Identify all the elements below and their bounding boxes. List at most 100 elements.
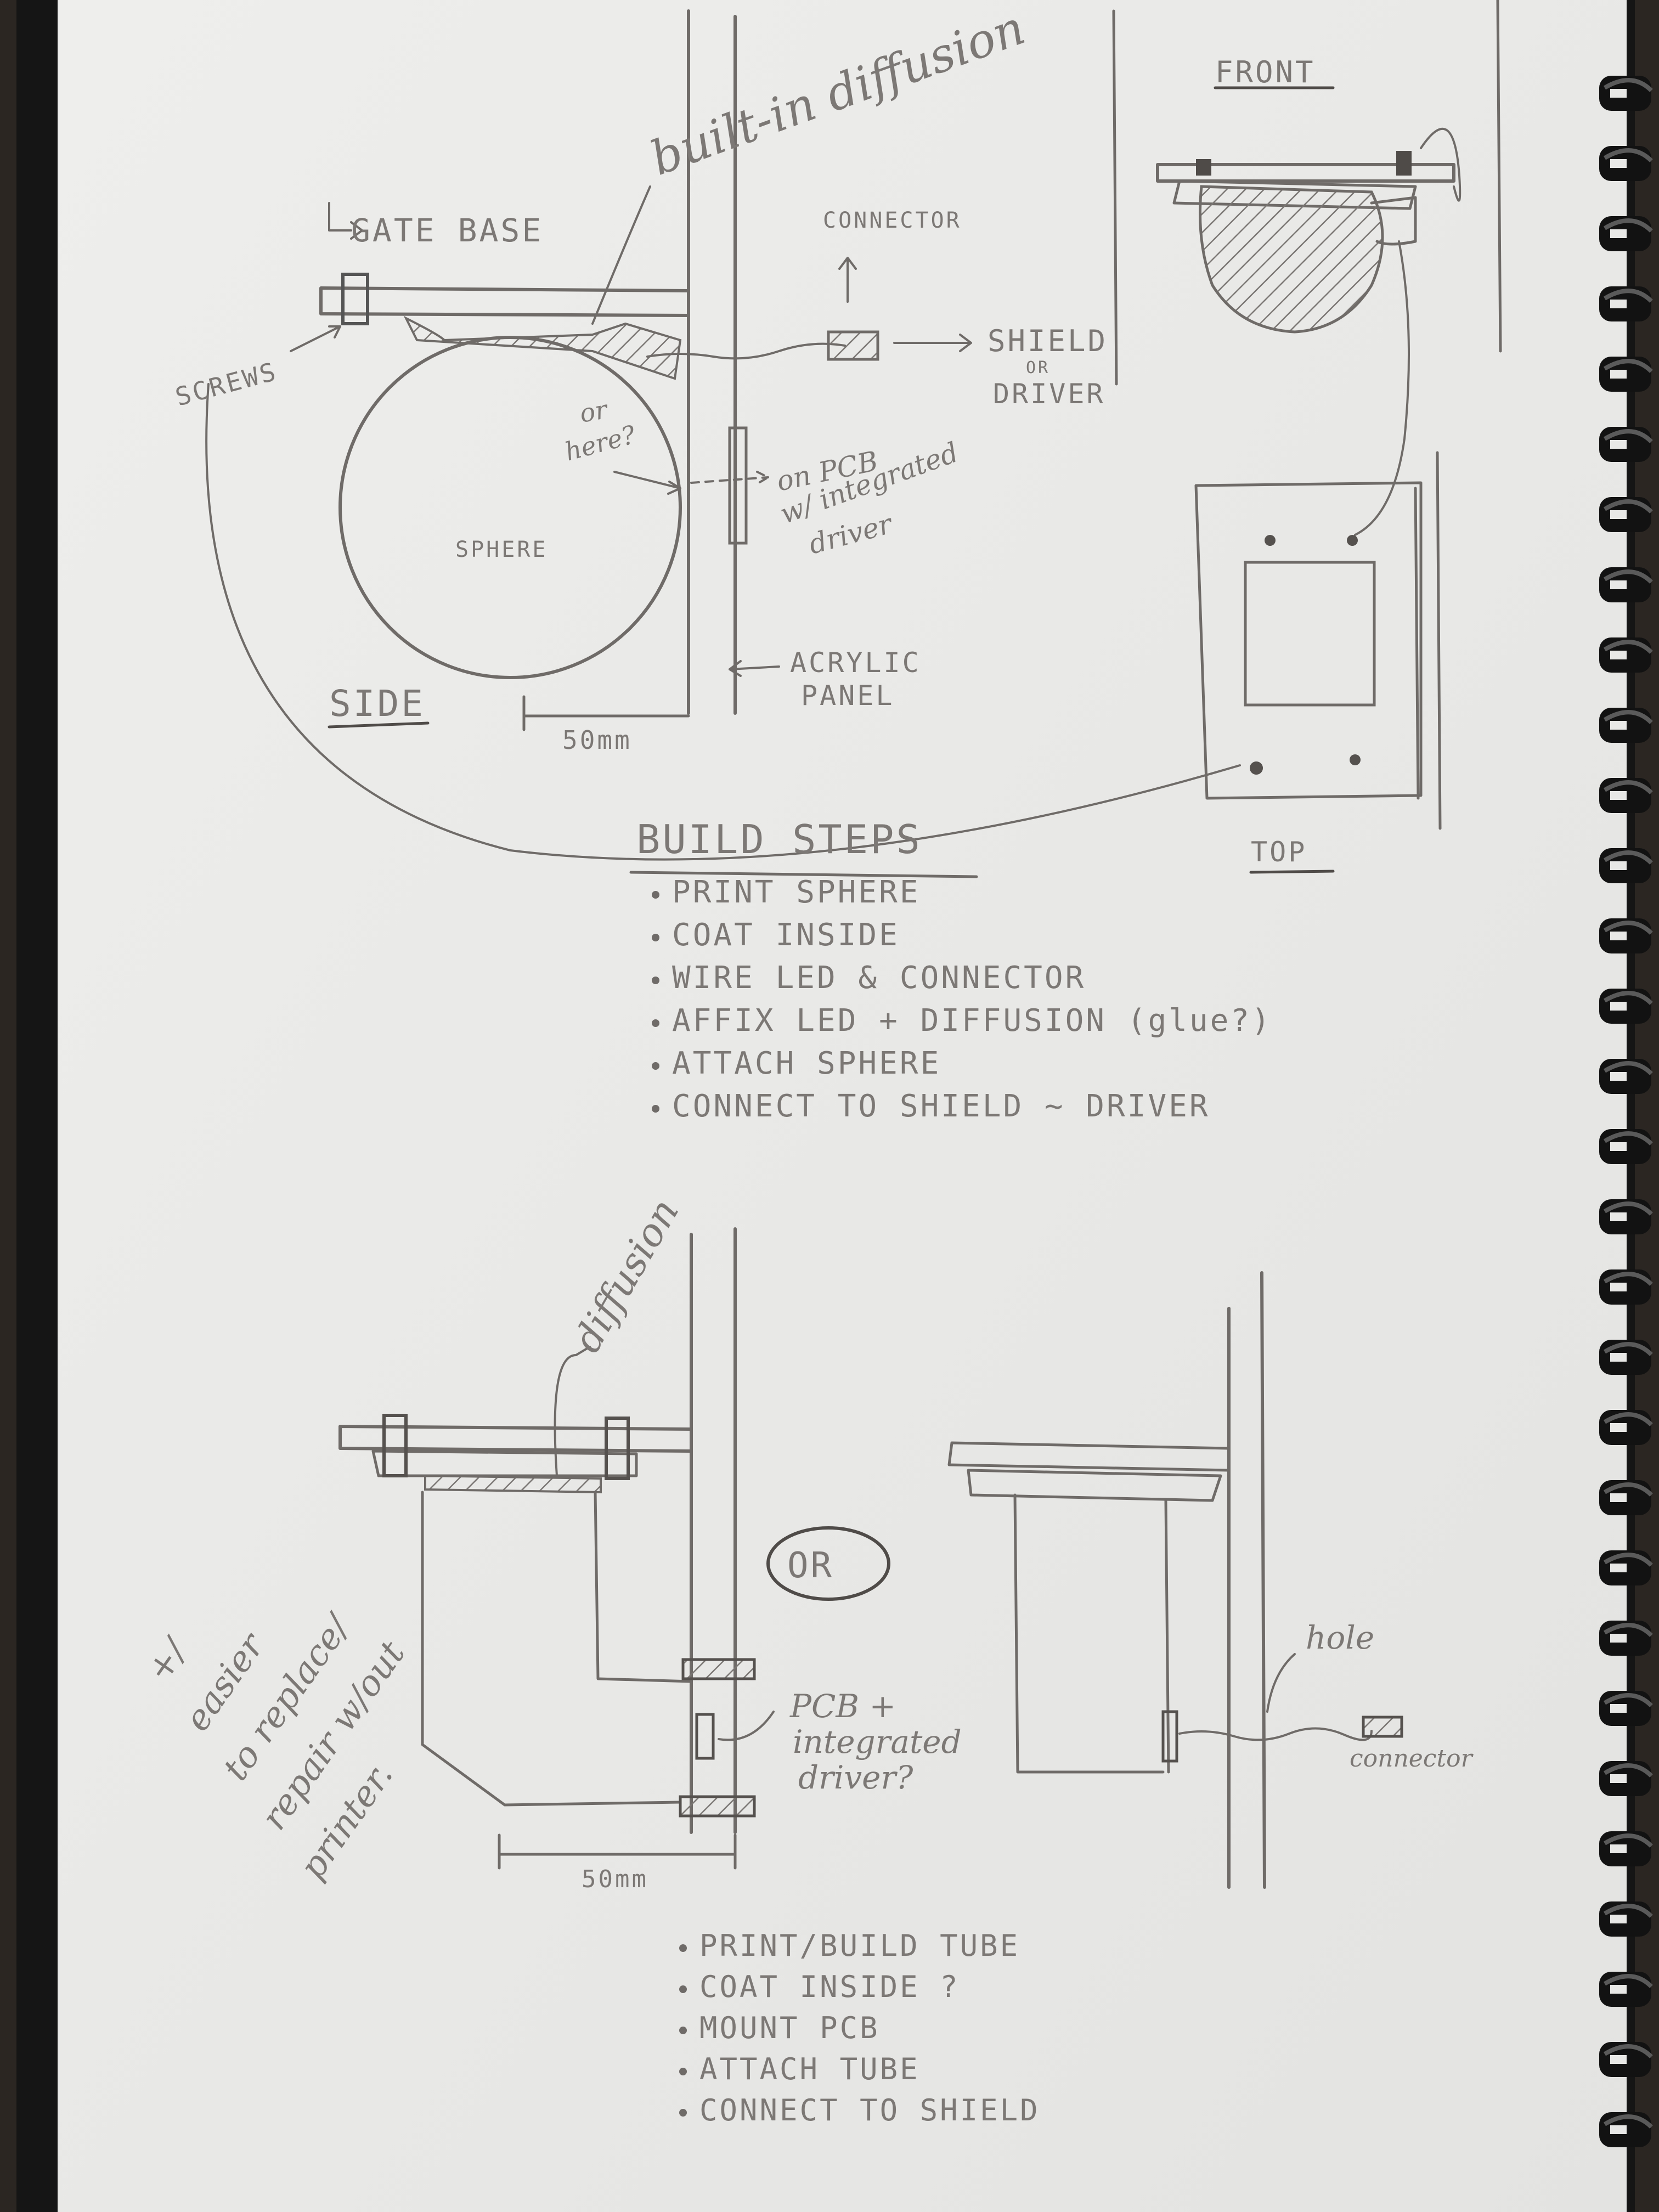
build-step-item: AFFIX LED + DIFFUSION (glue?) xyxy=(672,1003,1272,1039)
spiral-coil xyxy=(1599,918,1653,953)
label-panel: PANEL xyxy=(801,680,895,712)
top-view-panel-b xyxy=(1414,487,1420,800)
bl-pcb-screw-bottom xyxy=(679,1795,756,1818)
bl-lower-plate xyxy=(371,1449,638,1477)
build-step-item: COAT INSIDE xyxy=(672,917,900,953)
label-shield: SHIELD xyxy=(988,324,1108,358)
spiral-coil xyxy=(1599,848,1653,883)
bl-arrow-diffusion xyxy=(554,1346,591,1477)
bl-dimension xyxy=(498,1833,737,1870)
bottom-step-item: COAT INSIDE ? xyxy=(699,1970,960,2004)
br-panel-b xyxy=(1260,1271,1266,1889)
spiral-coil xyxy=(1599,567,1653,602)
top-view-inner-rect xyxy=(1244,561,1376,707)
label-pcb-3: driver? xyxy=(798,1759,913,1796)
front-half-sphere xyxy=(1199,185,1384,334)
br-led xyxy=(1161,1710,1178,1763)
dimension-50mm xyxy=(522,695,690,731)
top-view-outline xyxy=(1194,481,1423,800)
build-step-item: PRINT SPHERE xyxy=(672,874,921,910)
label-acrylic: ACRYLIC xyxy=(790,647,921,679)
br-tube-left xyxy=(1013,1493,1165,1774)
top-hole-3 xyxy=(1250,761,1263,775)
or-ellipse xyxy=(766,1526,890,1601)
spiral-coil xyxy=(1599,708,1653,743)
spiral-coil xyxy=(1599,778,1653,813)
spiral-coil xyxy=(1599,1480,1653,1515)
bottom-step-bullet xyxy=(679,2068,687,2075)
bl-diffusion xyxy=(424,1474,602,1494)
label-or-word: OR xyxy=(1026,358,1050,377)
spiral-coil xyxy=(1599,1691,1653,1726)
spiral-coil xyxy=(1599,1831,1653,1866)
build-step-bullet xyxy=(652,1019,659,1027)
spiral-coil xyxy=(1599,1199,1653,1234)
arrow-acrylic xyxy=(729,660,780,677)
label-pcb-1: PCB + xyxy=(789,1688,896,1725)
label-hole: hole xyxy=(1306,1619,1374,1656)
br-wire xyxy=(1178,1727,1373,1741)
bottom-step-bullet xyxy=(679,2109,687,2117)
label-top: TOP xyxy=(1251,836,1307,868)
arrow-or-here xyxy=(613,471,681,495)
spiral-coil xyxy=(1599,637,1653,673)
build-step-bullet xyxy=(652,1105,659,1113)
spiral-coil xyxy=(1599,1059,1653,1094)
spiral-coil xyxy=(1599,2042,1653,2077)
connector-block xyxy=(827,330,879,361)
label-pcb-2: integrated xyxy=(793,1723,962,1760)
top-hole-1 xyxy=(1265,535,1276,546)
br-base-plate xyxy=(947,1441,1231,1472)
build-step-item: ATTACH SPHERE xyxy=(672,1046,941,1081)
bottom-step-item: MOUNT PCB xyxy=(699,2011,880,2045)
label-front: FRONT xyxy=(1215,55,1316,89)
build-step-bullet xyxy=(652,1062,659,1070)
screws-to-top-curve xyxy=(205,383,1241,861)
separator-line-1 xyxy=(1112,9,1118,386)
spiral-coil xyxy=(1599,427,1653,462)
build-step-bullet xyxy=(652,934,659,941)
bl-pcb-screw-top xyxy=(681,1658,756,1680)
diffusion-hatch xyxy=(403,315,682,380)
spiral-coil xyxy=(1599,146,1653,181)
front-and-top-views: FRONT TOP xyxy=(1112,0,1502,874)
bl-tube-right xyxy=(594,1491,693,1683)
bl-tube-left xyxy=(421,1491,682,1807)
spiral-coil xyxy=(1599,357,1653,392)
bottom-step-bullet xyxy=(679,1985,687,1993)
wire-to-connector xyxy=(646,342,846,360)
bottom-step-item: CONNECT TO SHIELD xyxy=(699,2093,1040,2128)
front-side-block xyxy=(1370,196,1417,246)
label-connector: CONNECTOR xyxy=(823,208,962,233)
spiral-coil xyxy=(1599,989,1653,1024)
build-step-item: CONNECT TO SHIELD ~ DRIVER xyxy=(672,1088,1210,1124)
bottom-step-bullet xyxy=(679,2027,687,2034)
bl-screw-right xyxy=(605,1417,630,1480)
top-view-panel-a xyxy=(1436,451,1442,830)
separator-line-2 xyxy=(1496,0,1502,353)
sphere-outline xyxy=(338,336,682,679)
front-arrow-loop xyxy=(1420,128,1462,202)
or-circled: OR xyxy=(766,1526,890,1601)
label-50mm-top: 50mm xyxy=(562,725,632,755)
spiral-coil xyxy=(1599,1340,1653,1375)
label-connector-bottom: connector xyxy=(1350,1745,1474,1773)
bottom-step-item: ATTACH TUBE xyxy=(699,2052,920,2086)
spiral-coil xyxy=(1599,497,1653,532)
paper-page xyxy=(58,0,1627,2212)
spiral-coil xyxy=(1599,1761,1653,1796)
top-hole-2 xyxy=(1347,535,1358,546)
spiral-coil xyxy=(1599,1972,1653,2007)
br-connector xyxy=(1362,1716,1403,1738)
build-step-bullet xyxy=(652,891,659,899)
label-side: SIDE xyxy=(329,682,425,725)
front-screw-left xyxy=(1196,159,1211,176)
br-tube-right xyxy=(1164,1499,1170,1774)
spiral-coil xyxy=(1599,216,1653,251)
br-arrow-hole xyxy=(1266,1653,1296,1713)
top-hole-4 xyxy=(1350,754,1361,765)
arrow-diffusion xyxy=(591,185,651,325)
bottom-step-item: PRINT/BUILD TUBE xyxy=(699,1928,1020,1963)
